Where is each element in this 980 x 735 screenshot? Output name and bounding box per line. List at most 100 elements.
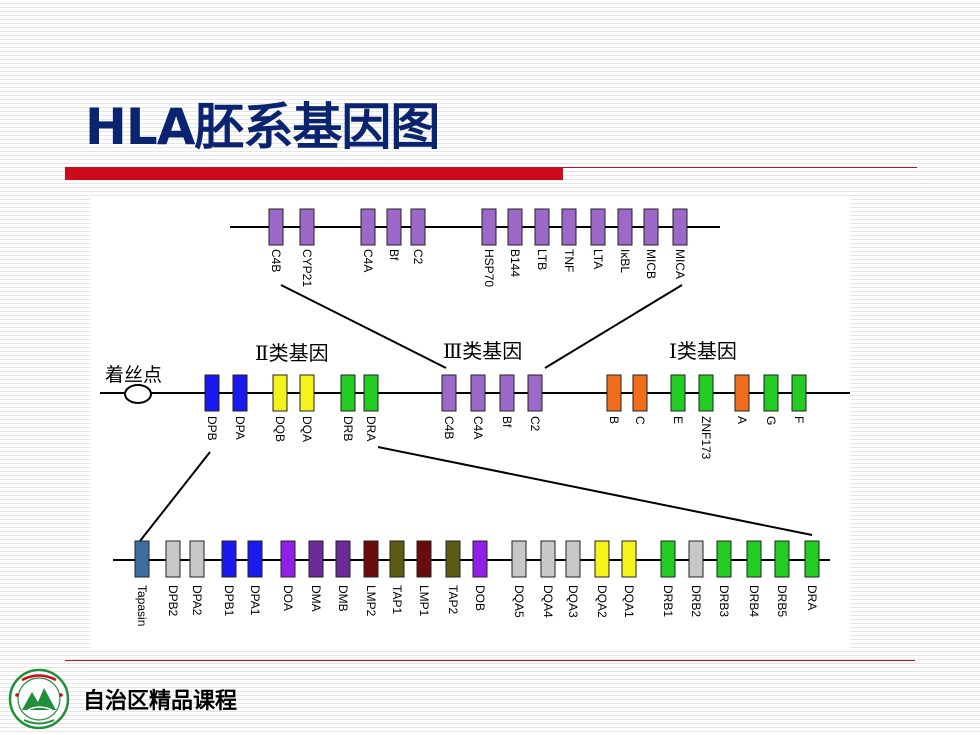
top-gene-label-tnf: TNF [562, 249, 576, 272]
connector-class2-right [377, 446, 813, 536]
bottom-gene-box-lmp2 [363, 540, 379, 578]
university-logo-icon [8, 668, 70, 730]
top-gene-label-b144: B144 [508, 249, 522, 277]
bottom-gene-box-drb2 [688, 540, 704, 578]
top-gene-label-mica: MICA [673, 249, 687, 279]
top-gene-box-bf [386, 208, 402, 246]
bottom-gene-label-dpa2: DPA2 [190, 585, 204, 616]
bottom-gene-box-dpb1 [221, 540, 237, 578]
top-gene-label-c2: C2 [411, 249, 425, 265]
middle-gene-label-f: F [792, 416, 806, 423]
bottom-gene-label-dpb1: DPB1 [222, 585, 236, 617]
bottom-gene-box-tapasin [134, 540, 150, 578]
class1-label: Ⅰ类基因 [669, 339, 737, 363]
bottom-gene-box-drb5 [774, 540, 790, 578]
middle-gene-label-c4b: C4B [442, 416, 456, 439]
connector-class3-right [544, 284, 683, 369]
bottom-gene-box-dqa4 [540, 540, 556, 578]
bottom-gene-label-lmp2: LMP2 [364, 585, 378, 617]
bottom-gene-label-lmp1: LMP1 [417, 585, 431, 617]
middle-gene-label-bf: Bf [500, 416, 514, 428]
centromere-label: 着丝点 [105, 364, 162, 386]
class2-label: Ⅱ类基因 [255, 341, 329, 365]
connector-class2-left [139, 451, 211, 542]
middle-gene-label-dpb: DPB [205, 416, 219, 441]
bottom-gene-box-lmp1 [416, 540, 432, 578]
top-gene-box-lta [590, 208, 606, 246]
top-gene-box-c2 [410, 208, 426, 246]
bottom-gene-box-dqa1 [621, 540, 637, 578]
centromere-icon [124, 384, 152, 404]
middle-gene-label-c: C [633, 416, 647, 425]
middle-gene-label-c2: C2 [528, 416, 542, 432]
middle-gene-box-c2 [527, 374, 543, 412]
middle-gene-box-c4b [441, 374, 457, 412]
bottom-gene-label-dqa4: DQA4 [541, 585, 555, 618]
bottom-gene-label-dqa2: DQA2 [595, 585, 609, 618]
middle-gene-label-dpa: DPA [233, 416, 247, 440]
bottom-gene-box-doa [280, 540, 296, 578]
top-gene-box-c4a [360, 208, 376, 246]
bottom-gene-label-drb5: DRB5 [775, 585, 789, 617]
middle-gene-label-g: G [764, 416, 778, 425]
top-gene-box-mica [672, 208, 688, 246]
bottom-gene-box-dra [804, 540, 820, 578]
bottom-gene-label-dpb2: DPB2 [166, 585, 180, 617]
top-gene-label-bf: Bf [387, 249, 401, 261]
bottom-gene-box-drb1 [660, 540, 676, 578]
middle-gene-box-dpa [232, 374, 248, 412]
footer-course-label: 自治区精品课程 [83, 689, 238, 714]
middle-gene-label-c4a: C4A [471, 416, 485, 439]
middle-gene-box-f [791, 374, 807, 412]
bottom-gene-box-drb3 [716, 540, 732, 578]
bottom-gene-label-tap1: TAP1 [390, 585, 404, 614]
middle-gene-box-g [763, 374, 779, 412]
middle-gene-label-dqb: DQB [273, 416, 287, 442]
middle-gene-box-b [606, 374, 622, 412]
bottom-gene-label-drb4: DRB4 [747, 585, 761, 617]
bottom-gene-label-drb1: DRB1 [661, 585, 675, 617]
bottom-gene-box-dob [472, 540, 488, 578]
title-underline-bar [65, 167, 563, 180]
bottom-gene-box-dmb [335, 540, 351, 578]
bottom-gene-label-dmb: DMB [336, 585, 350, 612]
bottom-gene-label-dpa1: DPA1 [248, 585, 262, 616]
bottom-gene-label-drb2: DRB2 [689, 585, 703, 617]
top-gene-label-lta: LTA [591, 249, 605, 269]
middle-gene-box-a [734, 374, 750, 412]
top-gene-box-ibl [617, 208, 633, 246]
middle-gene-label-a: A [735, 416, 749, 424]
middle-gene-label-b: B [607, 416, 621, 424]
bottom-gene-box-dma [308, 540, 324, 578]
bottom-gene-box-dpb2 [165, 540, 181, 578]
bottom-gene-label-doa: DOA [281, 585, 295, 611]
middle-gene-box-drb [340, 374, 356, 412]
middle-gene-box-e [670, 374, 686, 412]
middle-gene-box-c [632, 374, 648, 412]
bottom-gene-label-tapasin: Tapasin [135, 585, 149, 626]
top-gene-box-ltb [534, 208, 550, 246]
top-gene-label-hsp70: HSP70 [482, 249, 496, 287]
class3-label: Ⅲ类基因 [443, 339, 522, 363]
middle-gene-box-c4a [470, 374, 486, 412]
bottom-gene-label-tap2: TAP2 [446, 585, 460, 614]
top-gene-box-tnf [561, 208, 577, 246]
bottom-gene-box-tap2 [445, 540, 461, 578]
top-gene-label-ltb: LTB [535, 249, 549, 270]
middle-gene-label-e: E [671, 416, 685, 424]
bottom-gene-label-drb3: DRB3 [717, 585, 731, 617]
top-gene-label-c4a: C4A [361, 249, 375, 272]
bottom-gene-box-dqa3 [565, 540, 581, 578]
bottom-gene-label-dqa3: DQA3 [566, 585, 580, 618]
top-gene-box-hsp70 [481, 208, 497, 246]
top-gene-label-c4b: C4B [269, 249, 283, 272]
top-gene-box-micb [643, 208, 659, 246]
top-gene-label-micb: MICB [644, 249, 658, 279]
footer-rule [65, 660, 915, 661]
bottom-gene-box-dqa2 [594, 540, 610, 578]
middle-gene-label-znf173: ZNF173 [699, 416, 713, 460]
middle-gene-box-znf173 [698, 374, 714, 412]
